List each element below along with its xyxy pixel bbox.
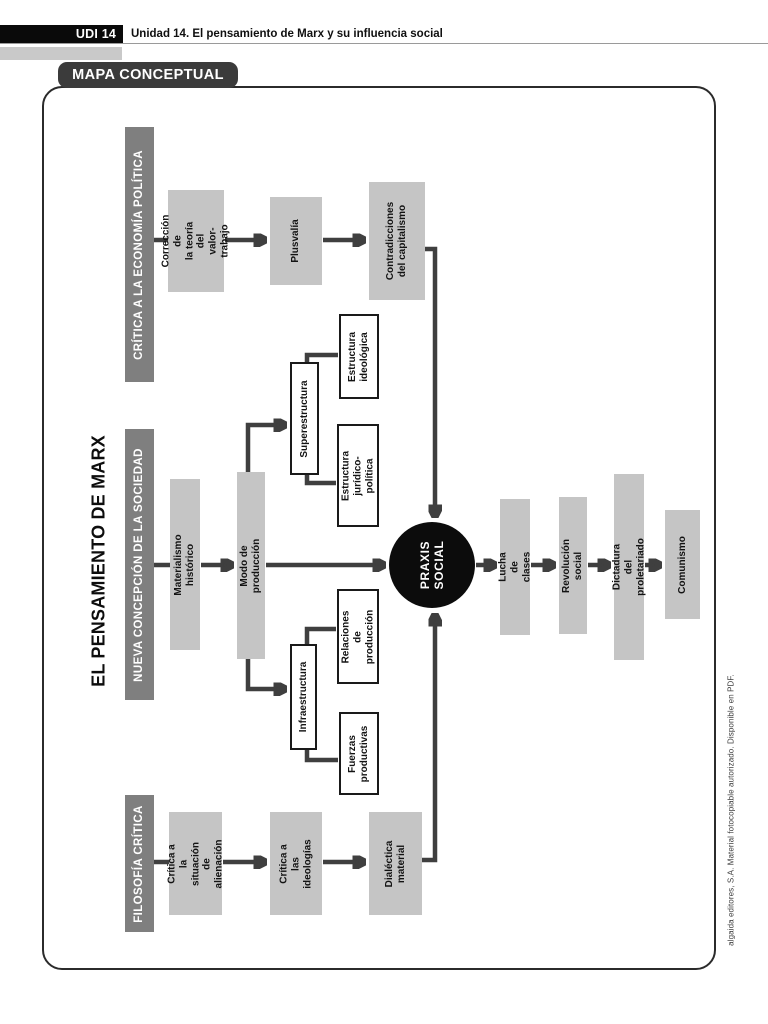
node-correccion: Corrección de la teoría del valor-trabaj… (161, 190, 231, 292)
node-label: Crítica a las ideologías (278, 838, 313, 889)
node-materialismo: Materialismo histórico (170, 479, 200, 650)
node-lucha-clases: Lucha de clases (497, 499, 532, 635)
node-label: Estructura jurídico-política (340, 450, 375, 501)
unit-tab: UDI 14 (0, 25, 123, 44)
node-critica-ideologias: Crítica a las ideologías (270, 812, 322, 915)
node-comunismo: Comunismo (665, 510, 700, 619)
unit-title: Unidad 14. El pensamiento de Marx y su i… (131, 28, 443, 40)
map-title: EL PENSAMIENTO DE MARX (82, 435, 116, 687)
node-label: Estructura ideológica (347, 331, 370, 382)
header-rule (0, 42, 768, 44)
branch-header-economia: CRÍTICA A LA ECONOMÍA POLÍTICA (125, 127, 154, 382)
node-modo-produccion: Modo de producción (237, 472, 265, 659)
side-caption: algaida editores, S.A. Material fotocopi… (721, 652, 741, 968)
node-estructura-ideologica: Estructura ideológica (339, 314, 379, 399)
node-label: Contradicciones del capitalismo (385, 201, 408, 281)
node-label: Relaciones de producción (340, 609, 375, 664)
node-infraestructura: Infraestructura (290, 644, 317, 750)
unit-tab-label: UDI 14 (75, 27, 116, 41)
node-label: Infraestructura (297, 661, 309, 733)
branch-header-sociedad: NUEVA CONCEPCIÓN DE LA SOCIEDAD (125, 429, 154, 700)
branch-header-label: CRÍTICA A LA ECONOMÍA POLÍTICA (132, 149, 145, 360)
node-contradicciones: Contradicciones del capitalismo (369, 182, 425, 300)
node-fuerzas-productivas: Fuerzas productivas (339, 712, 379, 795)
node-label: Materialismo histórico (173, 533, 196, 596)
map-title-label: EL PENSAMIENTO DE MARX (88, 435, 109, 687)
header-strip (0, 47, 122, 60)
node-label: Plusvalía (290, 219, 302, 263)
node-label: Crítica a la situación de alienación (166, 839, 225, 888)
node-label: Modo de producción (239, 538, 262, 593)
node-relaciones-produccion: Relaciones de producción (337, 589, 379, 684)
node-label: Dictadura del proletariado (611, 538, 646, 596)
section-label: MAPA CONCEPTUAL (72, 67, 224, 83)
node-dialectica-material: Dialéctica material (369, 812, 422, 915)
node-critica-situacion: Crítica a la situación de alienación (166, 812, 225, 915)
node-revolucion-social: Revolución social (559, 497, 587, 634)
node-label: Revolución social (561, 538, 584, 593)
node-label: Dialéctica material (383, 840, 407, 887)
branch-header-label: NUEVA CONCEPCIÓN DE LA SOCIEDAD (132, 447, 145, 682)
node-label: Corrección de la teoría del valor-trabaj… (160, 214, 231, 268)
node-label: Superestructura (298, 379, 310, 458)
branch-header-label: FILOSOFÍA CRÍTICA (132, 804, 145, 923)
side-caption-text: algaida editores, S.A. Material fotocopi… (726, 674, 736, 946)
section-label-box: MAPA CONCEPTUAL (58, 62, 238, 88)
node-plusvalia: Plusvalía (270, 197, 322, 285)
branch-header-filosofia: FILOSOFÍA CRÍTICA (125, 795, 154, 932)
node-estructura-juridico-politica: Estructura jurídico-política (337, 424, 379, 527)
node-praxis-social: PRAXIS SOCIAL (389, 522, 475, 608)
node-label: Comunismo (676, 535, 688, 594)
node-superestructura: Superestructura (290, 362, 319, 475)
node-dictadura-proletariado: Dictadura del proletariado (611, 474, 646, 660)
node-label: Lucha de clases (497, 551, 532, 583)
node-label: PRAXIS SOCIAL (417, 540, 446, 590)
map-sheet: EL PENSAMIENTO DE MARX CRÍTICA A LA ECON… (42, 86, 716, 970)
node-label: Fuerzas productivas (347, 725, 370, 782)
